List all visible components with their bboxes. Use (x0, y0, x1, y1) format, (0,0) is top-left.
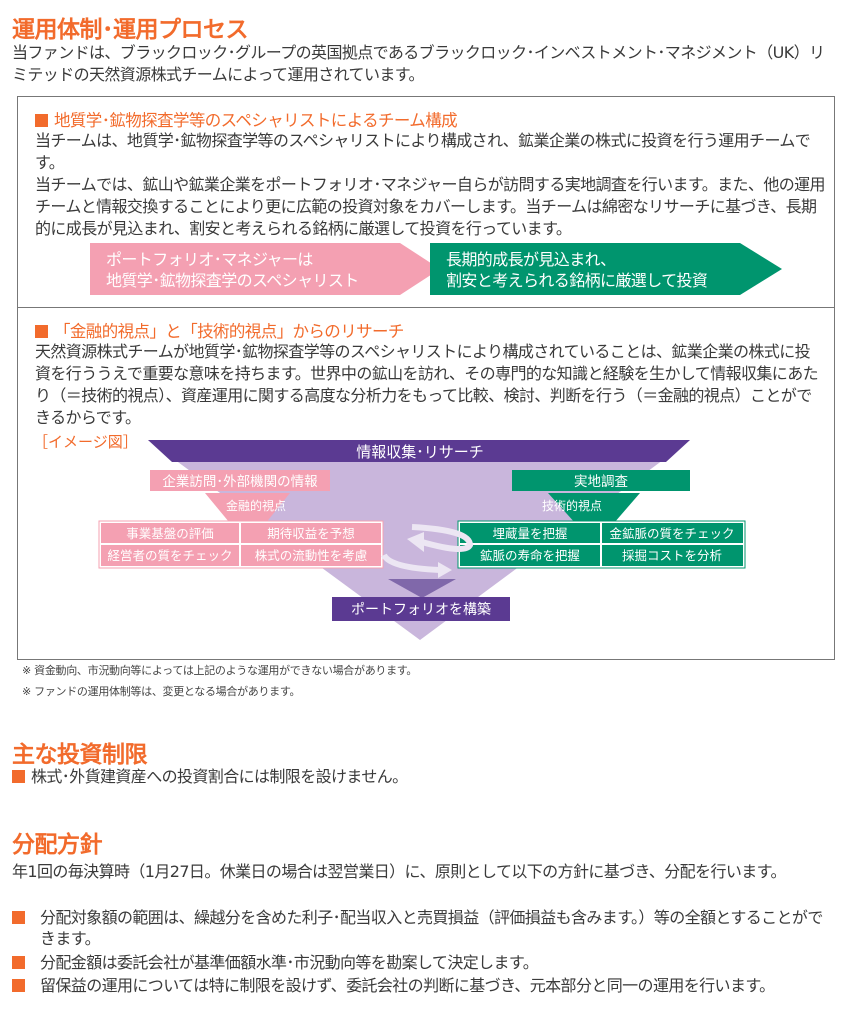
section2-heading-text: 「金融的視点」と「技術的視点」からのリサーチ (54, 322, 404, 341)
section1-heading-text: 地質学･鉱物探査学等のスペシャリストによるチーム構成 (54, 111, 458, 130)
note-1: ※ 資金動向、市況動向等によっては上記のような運用ができない場合があります。 (22, 664, 418, 677)
section2-heading: 「金融的視点」と「技術的視点」からのリサーチ (35, 318, 404, 342)
left-item: 経営者の質をチェック (107, 548, 232, 563)
image-label: ［イメージ図］ (33, 433, 138, 451)
square-bullet-icon (35, 114, 48, 127)
square-bullet-icon (35, 325, 48, 338)
note-2: ※ ファンドの運用体制等は、変更となる場合があります。 (22, 685, 301, 698)
funnel-bottom-arrow (388, 579, 456, 598)
right-item: 鉱脈の寿命を把握 (480, 548, 580, 563)
distribution-bullet-3: 留保益の運用については特に制限を設けず、委託会社の判断に基づき、元本部分と同一の… (12, 975, 838, 996)
arrow-investment: 長期的成長が見込まれ、 割安と考えられる銘柄に厳選して投資 (430, 243, 782, 295)
right-item: 採掘コストを分析 (622, 548, 722, 563)
left-item: 事業基盤の評価 (126, 526, 214, 541)
arrow-right-line1: 長期的成長が見込まれ、 (446, 250, 616, 269)
funnel-top-band (148, 440, 690, 462)
right-item: 埋蔵量を把握 (492, 526, 567, 541)
right-view-label: 技術的視点 (542, 498, 602, 513)
section1-para1: 当チームは、地質学･鉱物探査学等のスペシャリストにより構成され、鉱業企業の株式に… (35, 131, 811, 172)
right-item: 金鉱脈の質をチェック (609, 526, 734, 541)
right-label: 実地調査 (574, 474, 628, 490)
left-label: 企業訪問･外部機関の情報 (162, 473, 318, 490)
limits-text-value: 株式･外貨建資産への投資割合には制限を設けません。 (31, 767, 408, 786)
right-label-box (512, 470, 690, 491)
left-item: 期待収益を予想 (267, 526, 355, 541)
distribution-bullet-1: 分配対象額の範囲は、繰越分を含めた利子･配当収入と売買損益（評価損益も含みます。… (12, 907, 838, 949)
right-view-triangle (548, 493, 640, 545)
square-bullet-icon (12, 956, 25, 969)
arrow-left-line2: 地質学･鉱物探査学のスペシャリスト (106, 271, 359, 290)
bullet-text: 留保益の運用については特に制限を設けず、委託会社の判断に基づき、元本部分と同一の… (40, 976, 775, 995)
square-bullet-icon (12, 770, 25, 783)
square-bullet-icon (12, 911, 25, 924)
arrow-right-line2: 割安と考えられる銘柄に厳選して投資 (446, 271, 708, 290)
distribution-title: 分配方針 (12, 832, 103, 858)
left-label-box (150, 470, 330, 491)
intro-text: 当ファンドは、ブラックロック･グループの英国拠点であるブラックロック･インベスト… (12, 43, 825, 84)
divider (17, 307, 835, 308)
arrow-left-line1: ポートフォリオ･マネジャーは (106, 250, 313, 269)
left-item: 株式の流動性を考慮 (255, 548, 368, 563)
bullet-text: 分配対象額の範囲は、繰越分を含めた利子･配当収入と売買損益（評価損益も含みます。… (40, 908, 823, 948)
cycle-arrows-icon (381, 524, 474, 573)
arrow-specialist: ポートフォリオ･マネジャーは 地質学･鉱物探査学のスペシャリスト (90, 243, 440, 295)
process-box (17, 96, 835, 660)
page-title: 運用体制･運用プロセス (12, 17, 249, 43)
portfolio-box (332, 597, 510, 621)
bullet-text: 分配金額は委託会社が基準価額水準･市況動向等を勘案して決定します。 (40, 953, 539, 972)
diagram-top-label: 情報収集･リサーチ (356, 443, 484, 461)
left-view-triangle (205, 493, 290, 545)
left-view-label: 金融的視点 (226, 498, 286, 513)
limits-text: 株式･外貨建資産への投資割合には制限を設けません。 (12, 766, 408, 788)
distribution-intro: 年1回の毎決算時（1月27日。休業日の場合は翌営業日）に、原則として以下の方針に… (12, 862, 786, 881)
distribution-bullet-2: 分配金額は委託会社が基準価額水準･市況動向等を勘案して決定します。 (12, 952, 838, 973)
square-bullet-icon (12, 979, 25, 992)
limits-title: 主な投資制限 (12, 742, 148, 768)
portfolio-label: ポートフォリオを構築 (351, 602, 491, 618)
section1-heading: 地質学･鉱物探査学等のスペシャリストによるチーム構成 (35, 107, 458, 131)
section2-para: 天然資源株式チームが地質学･鉱物探査学等のスペシャリストにより構成されていること… (35, 342, 819, 427)
section1-para2: 当チームでは、鉱山や鉱業企業をポートフォリオ･マネジャー自らが訪問する実地調査を… (35, 175, 826, 238)
